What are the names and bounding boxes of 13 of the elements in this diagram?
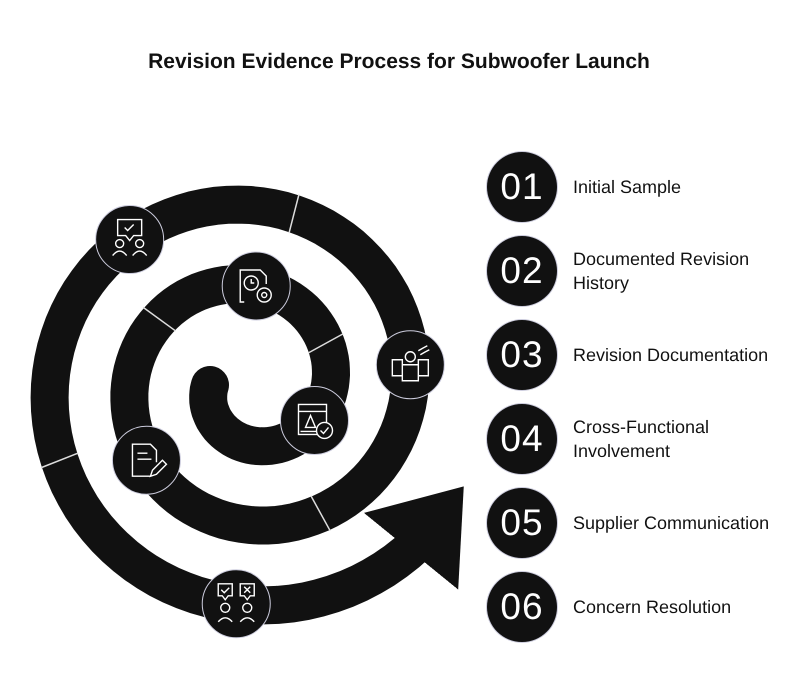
- step-label: Revision Documentation: [573, 344, 770, 367]
- step-number-circle: 06: [487, 572, 557, 642]
- step-label: Initial Sample: [573, 176, 682, 199]
- title: Revision Evidence Process for Subwoofer Launch: [147, 50, 651, 74]
- step-number-circle: 02: [487, 236, 557, 306]
- step-label: Concern Resolution: [573, 596, 732, 619]
- step-label: Cross-Functional Involvement: [573, 416, 710, 463]
- step-number-circle: 03: [487, 320, 557, 390]
- step-label: Supplier Communication: [573, 512, 770, 535]
- step-number-circle: 01: [487, 152, 557, 222]
- step-label: Documented Revision History: [573, 248, 750, 295]
- step-number-circle: 05: [487, 488, 557, 558]
- step-number-circle: 04: [487, 404, 557, 474]
